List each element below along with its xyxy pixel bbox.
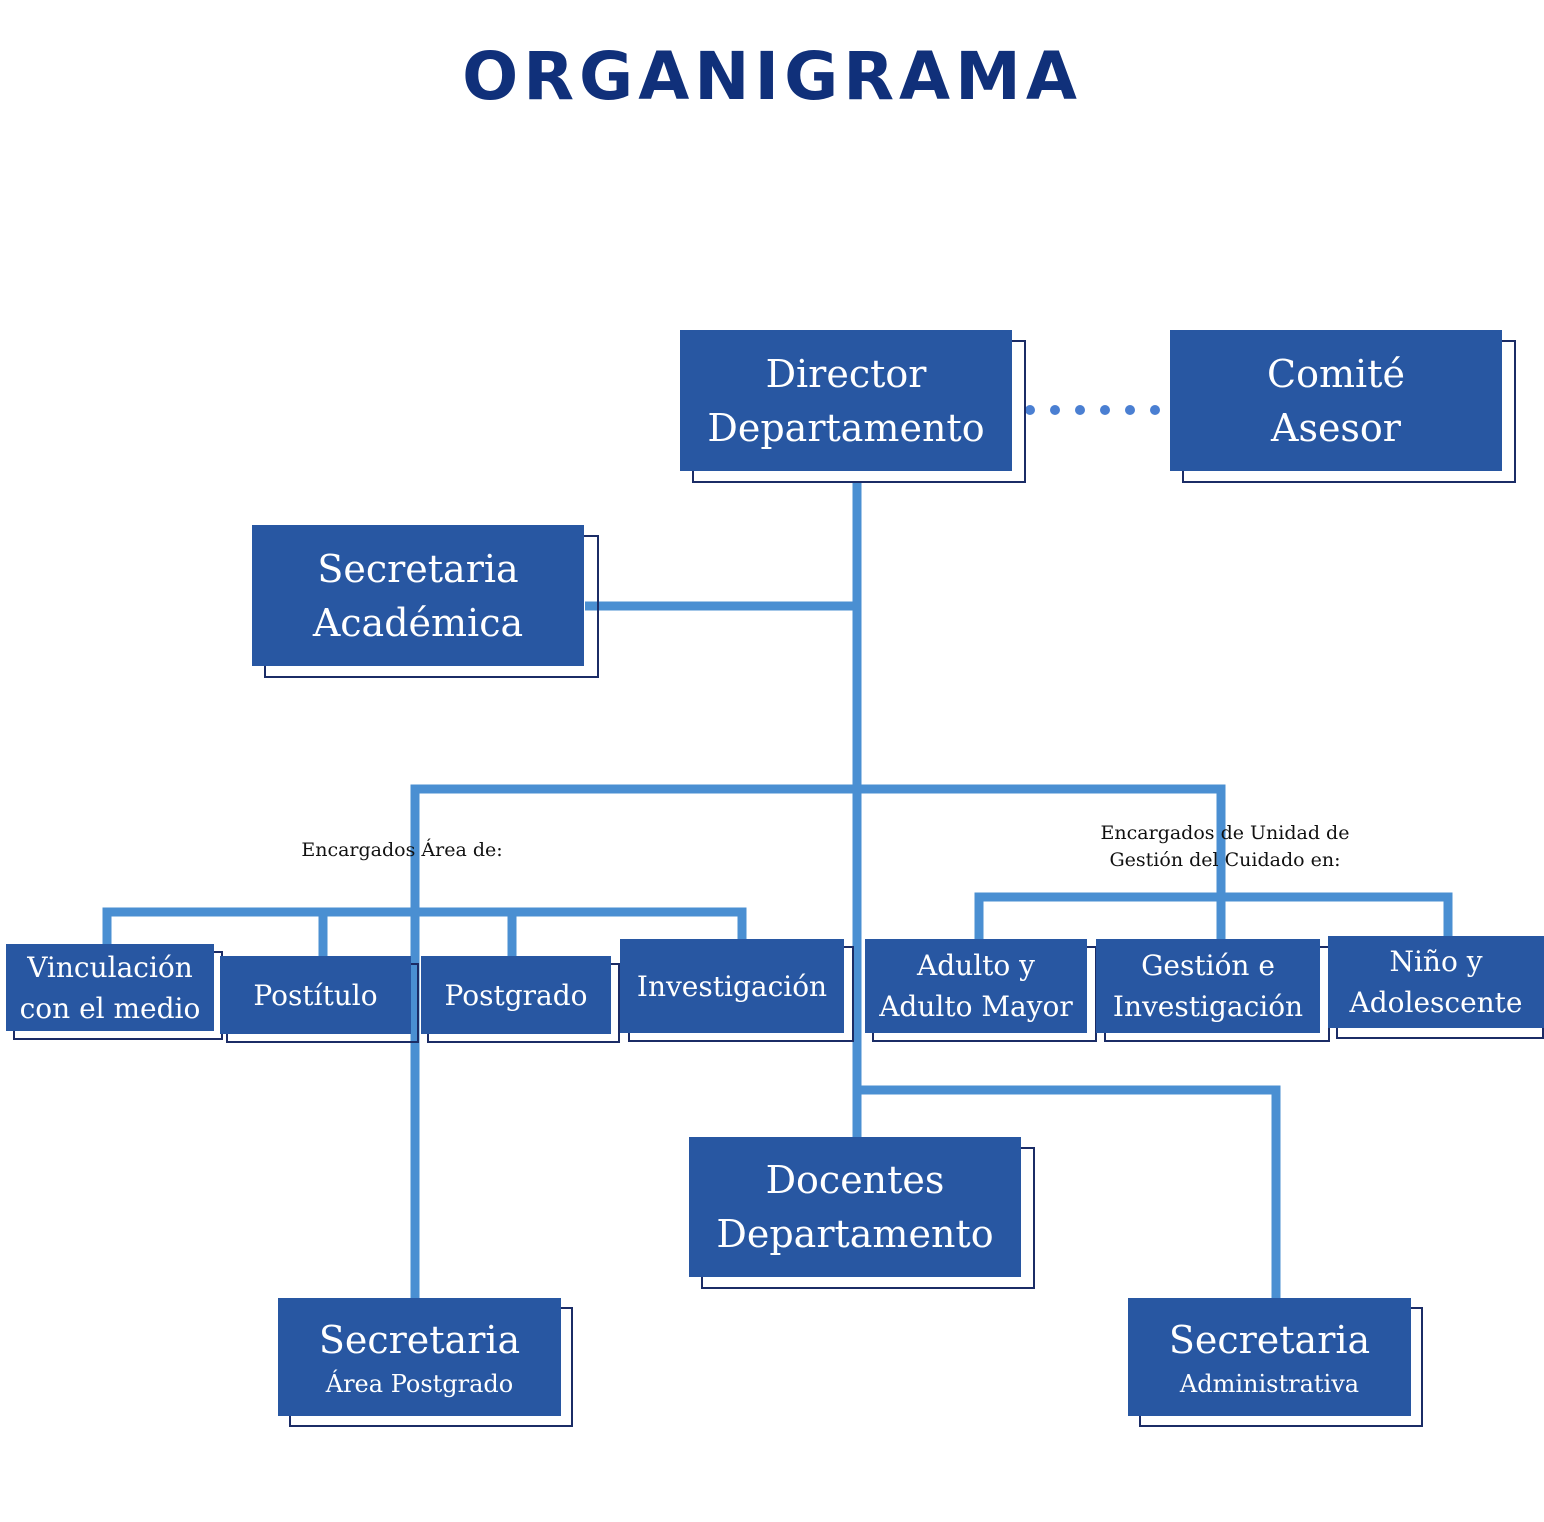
gestion-node: Gestión e Investigación — [1096, 939, 1330, 1042]
secretaria-administrativa-label-line1: Secretaria — [1168, 1318, 1371, 1362]
encargados-unidad-line2: Gestión del Cuidado en: — [1109, 849, 1341, 871]
secretaria-academica-label-line1: Secretaria — [317, 546, 519, 591]
comite-label-line2: Asesor — [1271, 405, 1401, 450]
administrativa-branch-line — [857, 1085, 1281, 1299]
gestion-label-line2: Investigación — [1112, 990, 1304, 1023]
adulto-label-line2: Adulto Mayor — [879, 990, 1073, 1023]
secretaria-postgrado-label-line2: Área Postgrado — [325, 1370, 514, 1398]
secretaria-academica-node: Secretaria Académica — [252, 525, 599, 678]
nino-label-line1: Niño y — [1389, 945, 1483, 978]
comite-label-line1: Comité — [1267, 351, 1405, 396]
docentes-label-line1: Docentes — [765, 1158, 945, 1202]
comite-dotted-link — [1025, 405, 1160, 415]
director-label-line2: Departamento — [707, 405, 985, 450]
encargados-area-note: Encargados Área de: — [301, 839, 503, 861]
vinculacion-label-line1: Vinculación — [27, 950, 193, 984]
docentes-node: Docentes Departamento — [689, 1137, 1035, 1289]
adulto-node: Adulto y Adulto Mayor — [865, 939, 1097, 1042]
postitulo-node: Postítulo — [220, 956, 419, 1043]
secretaria-postgrado-node: Secretaria Área Postgrado — [278, 1298, 573, 1427]
nino-label-line2: Adolescente — [1349, 986, 1523, 1019]
secretaria-administrativa-label-line2: Administrativa — [1179, 1370, 1360, 1398]
docentes-label-line2: Departamento — [716, 1212, 994, 1256]
vinculacion-node: Vinculación con el medio — [6, 944, 223, 1040]
director-label-line1: Director — [765, 351, 927, 396]
adulto-label-line1: Adulto y — [917, 949, 1035, 982]
areas-bus-line — [102, 907, 747, 945]
gestion-label-line1: Gestión e — [1141, 949, 1275, 982]
director-node: Director Departamento — [680, 330, 1026, 483]
postgrado-label: Postgrado — [444, 978, 588, 1012]
secretaria-academica-label-line2: Académica — [312, 600, 524, 645]
secretaria-postgrado-label-line1: Secretaria — [318, 1318, 521, 1362]
encargados-unidad-line1: Encargados de Unidad de — [1100, 822, 1350, 844]
encargados-unidad-note: Encargados de Unidad de Gestión del Cuid… — [1075, 820, 1375, 874]
upper-branch-line — [410, 784, 1226, 1298]
investigacion-label: Investigación — [636, 969, 828, 1003]
comite-node: Comité Asesor — [1170, 330, 1516, 483]
page-title: ORGANIGRAMA — [462, 38, 1082, 115]
vinculacion-label-line2: con el medio — [19, 991, 201, 1025]
investigacion-node: Investigación — [620, 939, 854, 1042]
secretaria-administrativa-node: Secretaria Administrativa — [1128, 1298, 1423, 1427]
nino-node: Niño y Adolescente — [1328, 936, 1544, 1039]
unidad-bus-line — [974, 892, 1453, 940]
postgrado-node: Postgrado — [421, 956, 620, 1043]
postitulo-label: Postítulo — [253, 978, 378, 1012]
